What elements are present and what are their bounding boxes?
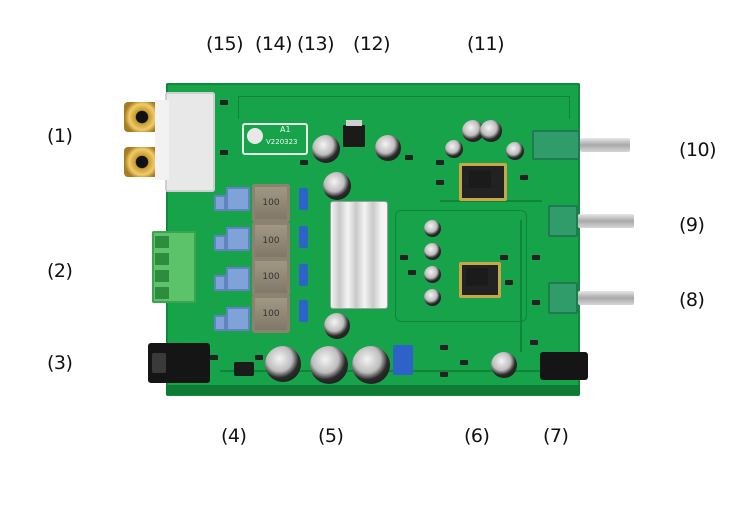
smd-component	[505, 280, 513, 285]
label-3: (3)	[47, 352, 73, 374]
voltage-regulator	[343, 125, 365, 147]
trace	[238, 96, 570, 119]
label-15: (15)	[206, 33, 244, 55]
film-capacitor	[299, 188, 308, 210]
smd-component	[440, 372, 448, 377]
smd-component	[530, 340, 538, 345]
regulator-tab	[346, 120, 362, 126]
label-13: (13)	[297, 33, 335, 55]
label-6: (6)	[464, 425, 490, 447]
silkscreen-version: V220323	[266, 138, 298, 146]
label-5: (5)	[318, 425, 344, 447]
filter-capacitor-small	[214, 315, 226, 331]
film-capacitor	[299, 300, 308, 322]
dc-jack-hole	[152, 353, 166, 373]
pcb-board-edge	[166, 385, 580, 395]
filter-capacitor	[226, 227, 250, 251]
filter-capacitor-small	[214, 195, 226, 211]
power-capacitor	[265, 346, 301, 382]
filter-capacitor-small	[214, 235, 226, 251]
label-9: (9)	[679, 214, 705, 236]
electrolytic-capacitor	[491, 352, 517, 378]
electrolytic-capacitor	[424, 266, 441, 283]
filter-capacitor	[226, 267, 250, 291]
inductor: 100	[252, 258, 290, 296]
electrolytic-capacitor	[424, 220, 441, 237]
label-7: (7)	[543, 425, 569, 447]
electrolytic-capacitor	[312, 135, 340, 163]
trimmer-potentiometer	[393, 345, 413, 375]
potentiometer-shaft	[580, 138, 630, 152]
inductor: 100	[252, 295, 290, 333]
rca-jack-top	[124, 102, 160, 132]
smd-component	[300, 160, 308, 165]
rca-jack-bottom	[124, 147, 160, 177]
label-1: (1)	[47, 125, 73, 147]
potentiometer-shaft	[578, 214, 634, 228]
silkscreen-model: A1	[280, 125, 291, 134]
electrolytic-capacitor	[324, 313, 350, 339]
smd-component	[220, 150, 228, 155]
terminal-screw	[155, 236, 169, 248]
terminal-screw	[155, 253, 169, 265]
silkscreen-logo-icon	[247, 128, 263, 144]
label-10: (10)	[679, 139, 717, 161]
smd-component	[400, 255, 408, 260]
smd-component	[436, 160, 444, 165]
heatsink	[331, 202, 387, 308]
potentiometer-shaft	[578, 291, 634, 305]
electrolytic-capacitor	[424, 243, 441, 260]
bass-potentiometer	[548, 282, 578, 314]
electrolytic-capacitor	[506, 142, 524, 160]
label-12: (12)	[353, 33, 391, 55]
smd-component	[436, 180, 444, 185]
filter-capacitor	[226, 307, 250, 331]
electrolytic-capacitor	[480, 120, 502, 142]
power-capacitor	[310, 346, 348, 384]
smd-component	[460, 360, 468, 365]
smd-component	[440, 345, 448, 350]
electrolytic-capacitor	[445, 140, 463, 158]
terminal-screw	[155, 270, 169, 282]
smd-component	[520, 175, 528, 180]
trace	[395, 210, 527, 322]
power-chip	[234, 362, 254, 376]
film-capacitor	[299, 264, 308, 286]
inductor: 100	[252, 222, 290, 260]
rca-jack-barrel	[155, 100, 169, 180]
label-8: (8)	[679, 289, 705, 311]
label-11: (11)	[467, 33, 505, 55]
label-2: (2)	[47, 260, 73, 282]
volume-potentiometer	[532, 130, 580, 160]
power-capacitor	[352, 346, 390, 384]
treble-potentiometer	[548, 205, 578, 237]
rca-jack-housing	[165, 92, 215, 192]
electrolytic-capacitor	[424, 289, 441, 306]
op-amp-chip	[469, 170, 491, 188]
electrolytic-capacitor	[462, 120, 484, 142]
label-4: (4)	[221, 425, 247, 447]
smd-component	[220, 100, 228, 105]
label-14: (14)	[255, 33, 293, 55]
trace	[520, 220, 522, 352]
filter-capacitor	[226, 187, 250, 211]
inductor: 100	[252, 184, 290, 222]
terminal-screw	[155, 287, 169, 299]
smd-component	[408, 270, 416, 275]
audio-jack	[540, 352, 588, 380]
silkscreen-logo-box	[242, 123, 308, 155]
smd-component	[405, 155, 413, 160]
smd-component	[255, 355, 263, 360]
smd-component	[210, 355, 218, 360]
smd-component	[532, 300, 540, 305]
filter-capacitor-small	[214, 275, 226, 291]
op-amp-chip	[466, 268, 488, 286]
electrolytic-capacitor	[375, 135, 401, 161]
smd-component	[500, 255, 508, 260]
smd-component	[532, 255, 540, 260]
electrolytic-capacitor	[323, 172, 351, 200]
film-capacitor	[299, 226, 308, 248]
